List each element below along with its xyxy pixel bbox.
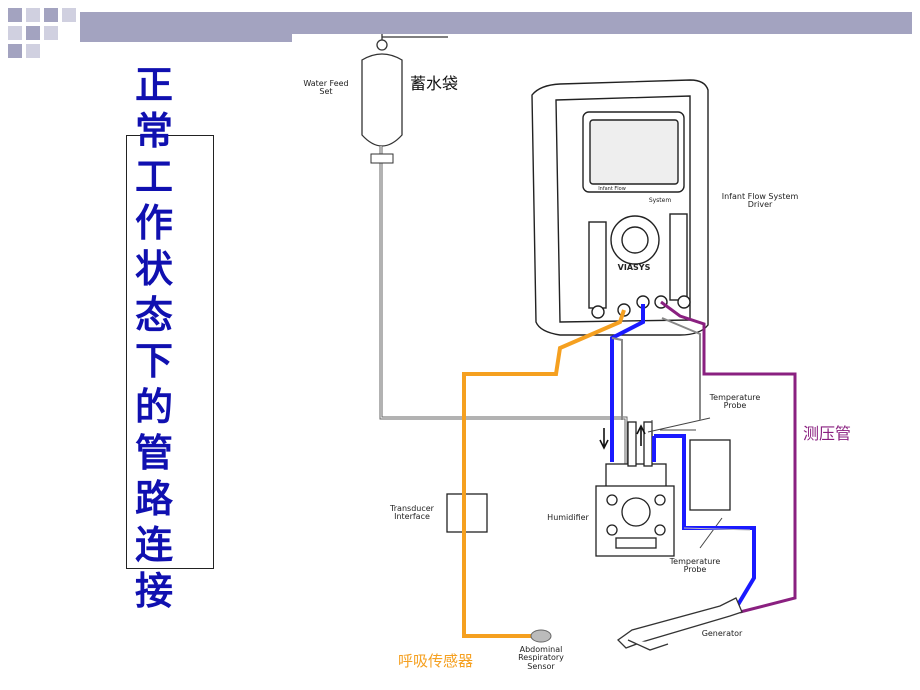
corner-square — [26, 44, 40, 58]
sensor-label: Abdominal Respiratory Sensor — [518, 645, 564, 671]
pressure-line-label: 测压管 — [803, 424, 852, 443]
corner-square — [44, 8, 58, 22]
corner-square — [8, 8, 22, 22]
corner-square — [62, 8, 76, 22]
sensor-line — [462, 309, 626, 638]
transducer-box — [446, 493, 488, 533]
corner-square — [44, 26, 58, 40]
driver-unit — [531, 79, 709, 336]
slide-title: 正常工作状态下的管路连接 — [134, 63, 179, 613]
temp-probe-line-bottom — [699, 517, 723, 549]
water-feed-label: Water Feed Set — [303, 79, 349, 97]
corner-square — [26, 26, 40, 40]
transducer-label: Transducer Interface — [390, 504, 434, 522]
abdominal-sensor — [530, 629, 552, 643]
water-bag — [361, 34, 448, 147]
screen-label: Infant Flow — [598, 186, 626, 192]
temp-probe-line-top — [647, 417, 711, 433]
generator-label: Generator — [701, 629, 743, 638]
title-frame — [126, 135, 214, 569]
up-arrow — [636, 424, 646, 446]
humidifier-label: Humidifier — [547, 513, 589, 522]
system-label: System — [648, 197, 672, 204]
brand-label: VIASYS — [617, 263, 651, 272]
blue-tube-inspiratory — [610, 304, 645, 462]
temp-probe-bottom-label: Temperature Probe — [669, 557, 721, 575]
sensor-cn-label: 呼吸传感器 — [398, 652, 474, 670]
generator — [616, 597, 743, 651]
driver-label: Infant Flow System Driver — [721, 192, 799, 210]
blue-tube-expiratory — [652, 434, 756, 610]
feed-clamp — [370, 153, 394, 164]
corner-square — [8, 44, 22, 58]
corner-square — [8, 26, 22, 40]
temp-probe-top-label: Temperature Probe — [709, 393, 761, 411]
down-arrow — [599, 428, 609, 450]
humidifier — [595, 421, 731, 557]
temp-probe-wire — [651, 420, 696, 432]
water-bag-label: 蓄水袋 — [410, 74, 459, 93]
corner-square — [26, 8, 40, 22]
pressure-line — [660, 300, 797, 614]
